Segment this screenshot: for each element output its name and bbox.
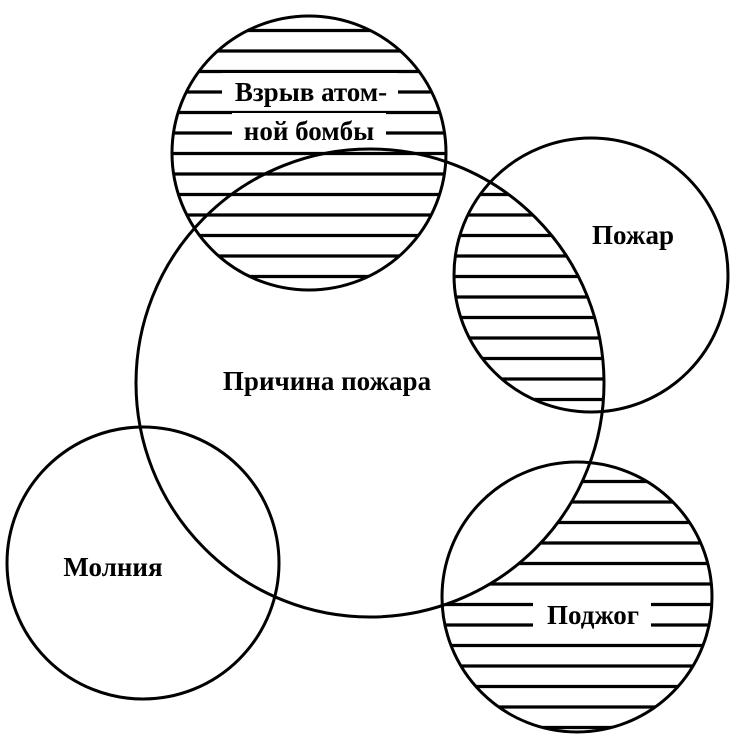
fire-intersection-hatch: [454, 149, 604, 412]
arson-outside-hatch: [442, 462, 712, 732]
bomb-label-line2: ной бомбы: [244, 116, 374, 146]
lightning-label: Молния: [63, 552, 162, 582]
bomb-label-line1: Взрыв атом-: [235, 77, 387, 107]
circle-arson: [440, 460, 714, 734]
circle-lightning: [5, 425, 281, 701]
fire-label: Пожар: [592, 220, 674, 250]
circle-center: [134, 147, 606, 619]
center-label: Причина пожара: [223, 366, 432, 396]
circle-bomb: [170, 14, 448, 292]
circle-fire: [452, 136, 730, 414]
arson-label: Поджог: [547, 600, 639, 630]
